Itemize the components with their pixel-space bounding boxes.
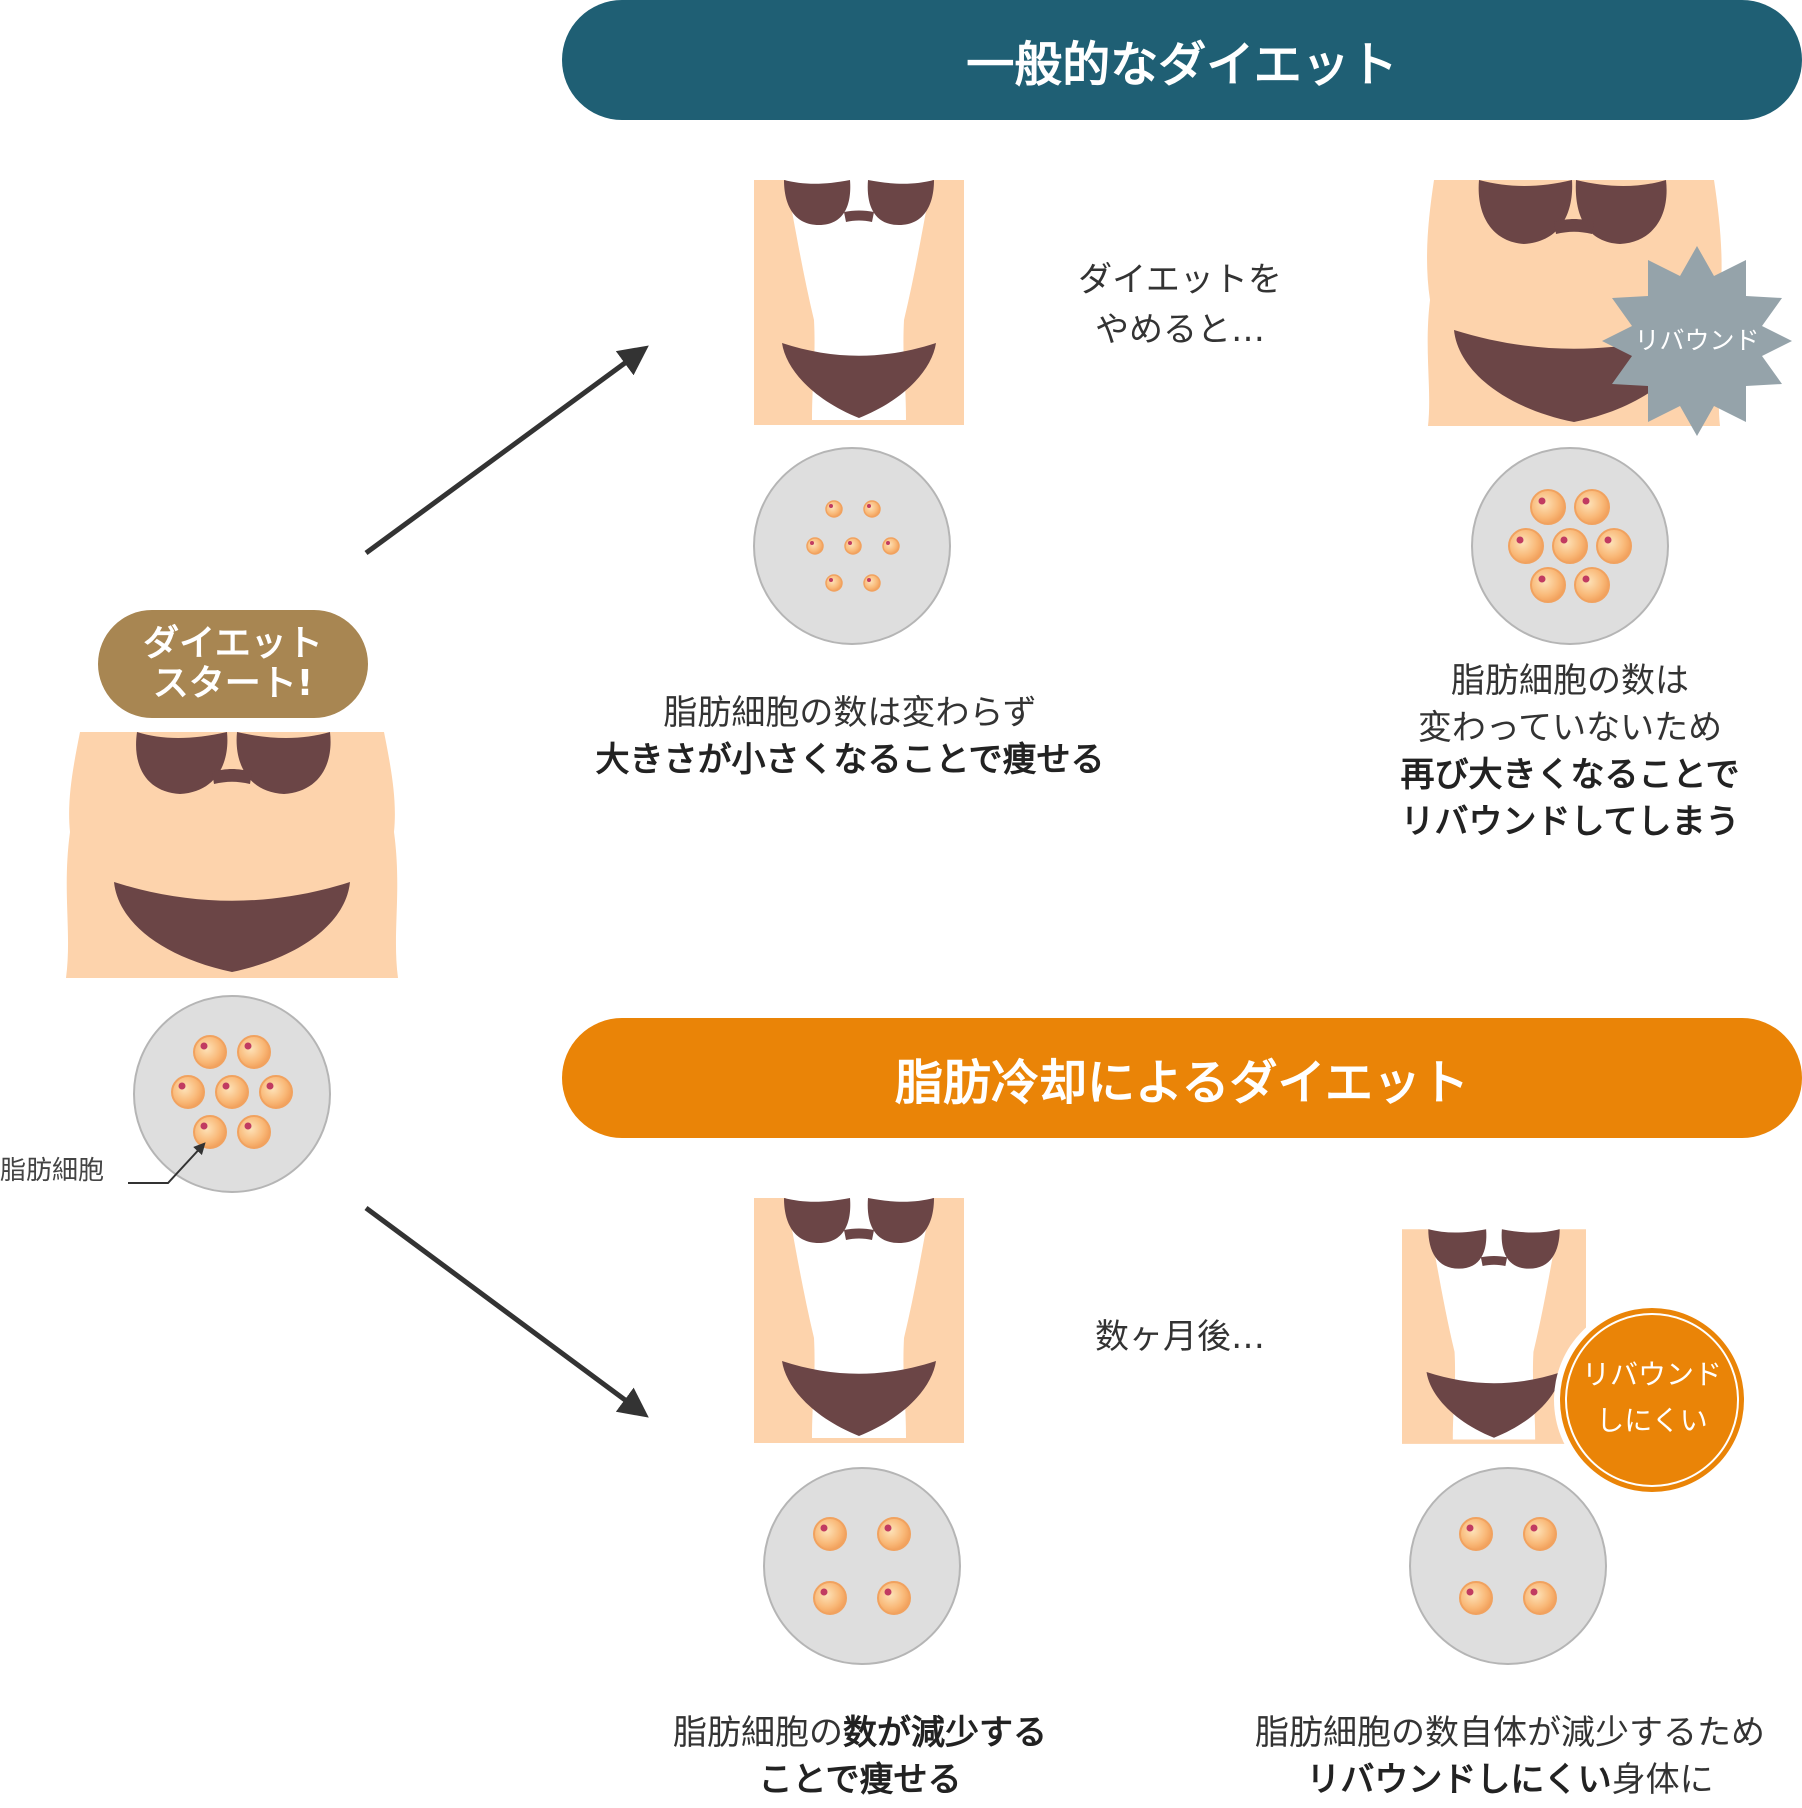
diet-start-badge: ダイエット スタート! [98, 610, 368, 718]
normal-caption-2: 脂肪細胞の数は 変わっていないため 再び大きくなることで リバウンドしてしまう [1360, 658, 1780, 846]
cooling-slim-body-illustration [754, 1198, 964, 1443]
diet-start-badge-line2: スタート! [152, 663, 314, 704]
start-body-illustration [62, 732, 402, 978]
rebound-resistant-line2: しにくい [1596, 1404, 1708, 1437]
rebound-star-badge [1602, 246, 1792, 436]
cooling-caption-1-line1: 脂肪細胞の数が減少する [600, 1710, 1120, 1757]
cooling-caption-2-line1: 脂肪細胞の数自体が減少するため [1255, 1713, 1765, 1753]
cooling-caption-1-line1-a: 脂肪細胞の [673, 1713, 843, 1753]
normal-transition-line2: やめると… [1095, 310, 1265, 350]
cooling-result-fat-cells-circle [1409, 1467, 1607, 1665]
fat-cells-reduced-stable [1459, 1517, 1557, 1615]
normal-caption-2-line4: リバウンドしてしまう [1400, 802, 1740, 842]
normal-caption-1-line2: 大きさが小さくなることで痩せる [595, 740, 1105, 780]
rebound-fat-cells-circle [1471, 447, 1669, 645]
cooling-caption-2-line2: リバウンドしにくい身体に [1220, 1757, 1800, 1804]
normal-transition-line1: ダイエットを [1078, 260, 1282, 300]
normal-diet-header-label: 一般的なダイエット [966, 37, 1398, 93]
cooling-caption-2: 脂肪細胞の数自体が減少するため リバウンドしにくい身体に [1220, 1710, 1800, 1804]
normal-caption-2-line2: 変わっていないため [1417, 708, 1723, 748]
rebound-star-label: リバウンド [1634, 326, 1760, 355]
fat-cells-large-again [1508, 489, 1632, 603]
rebound-resistant-line1: リバウンド [1581, 1358, 1722, 1391]
fat-cells-large [171, 1035, 293, 1149]
fat-cell-label: 脂肪細胞 [0, 1156, 105, 1186]
cooling-caption-1-line2: ことで痩せる [758, 1760, 962, 1800]
rebound-resistant-badge-text: リバウンド しにくい [1552, 1352, 1752, 1444]
normal-caption-1-line1: 脂肪細胞の数は変わらず [663, 693, 1037, 733]
rebound-resistant-badge [1554, 1302, 1750, 1498]
normal-caption-2-line1: 脂肪細胞の数は [1451, 661, 1689, 701]
cooling-caption-2-line2-a: リバウンドしにくい [1306, 1760, 1612, 1800]
cooling-diet-header: 脂肪冷却によるダイエット [562, 1018, 1802, 1138]
cooling-reduced-fat-cells-circle [763, 1467, 961, 1665]
normal-slim-body-illustration [754, 180, 964, 425]
cooling-caption-1: 脂肪細胞の数が減少する ことで痩せる [600, 1710, 1120, 1804]
cooling-diet-header-label: 脂肪冷却によるダイエット [894, 1055, 1470, 1111]
normal-diet-header: 一般的なダイエット [562, 0, 1802, 120]
normal-caption-2-line3: 再び大きくなることで [1400, 755, 1740, 795]
diet-start-badge-line1: ダイエット [143, 623, 323, 664]
fat-cells-small [806, 500, 900, 592]
normal-caption-1: 脂肪細胞の数は変わらず 大きさが小さくなることで痩せる [560, 690, 1140, 784]
normal-small-fat-cells-circle [753, 447, 951, 645]
fat-cells-reduced [813, 1517, 911, 1615]
cooling-caption-2-line2-b: 身体に [1611, 1760, 1714, 1800]
start-fat-cell-circle [133, 995, 331, 1193]
cooling-transition-text: 数ヶ月後… [1095, 1317, 1265, 1357]
normal-transition-text: ダイエットを やめると… [1040, 255, 1320, 355]
cooling-caption-1-line1-b: 数が減少する [843, 1713, 1047, 1753]
